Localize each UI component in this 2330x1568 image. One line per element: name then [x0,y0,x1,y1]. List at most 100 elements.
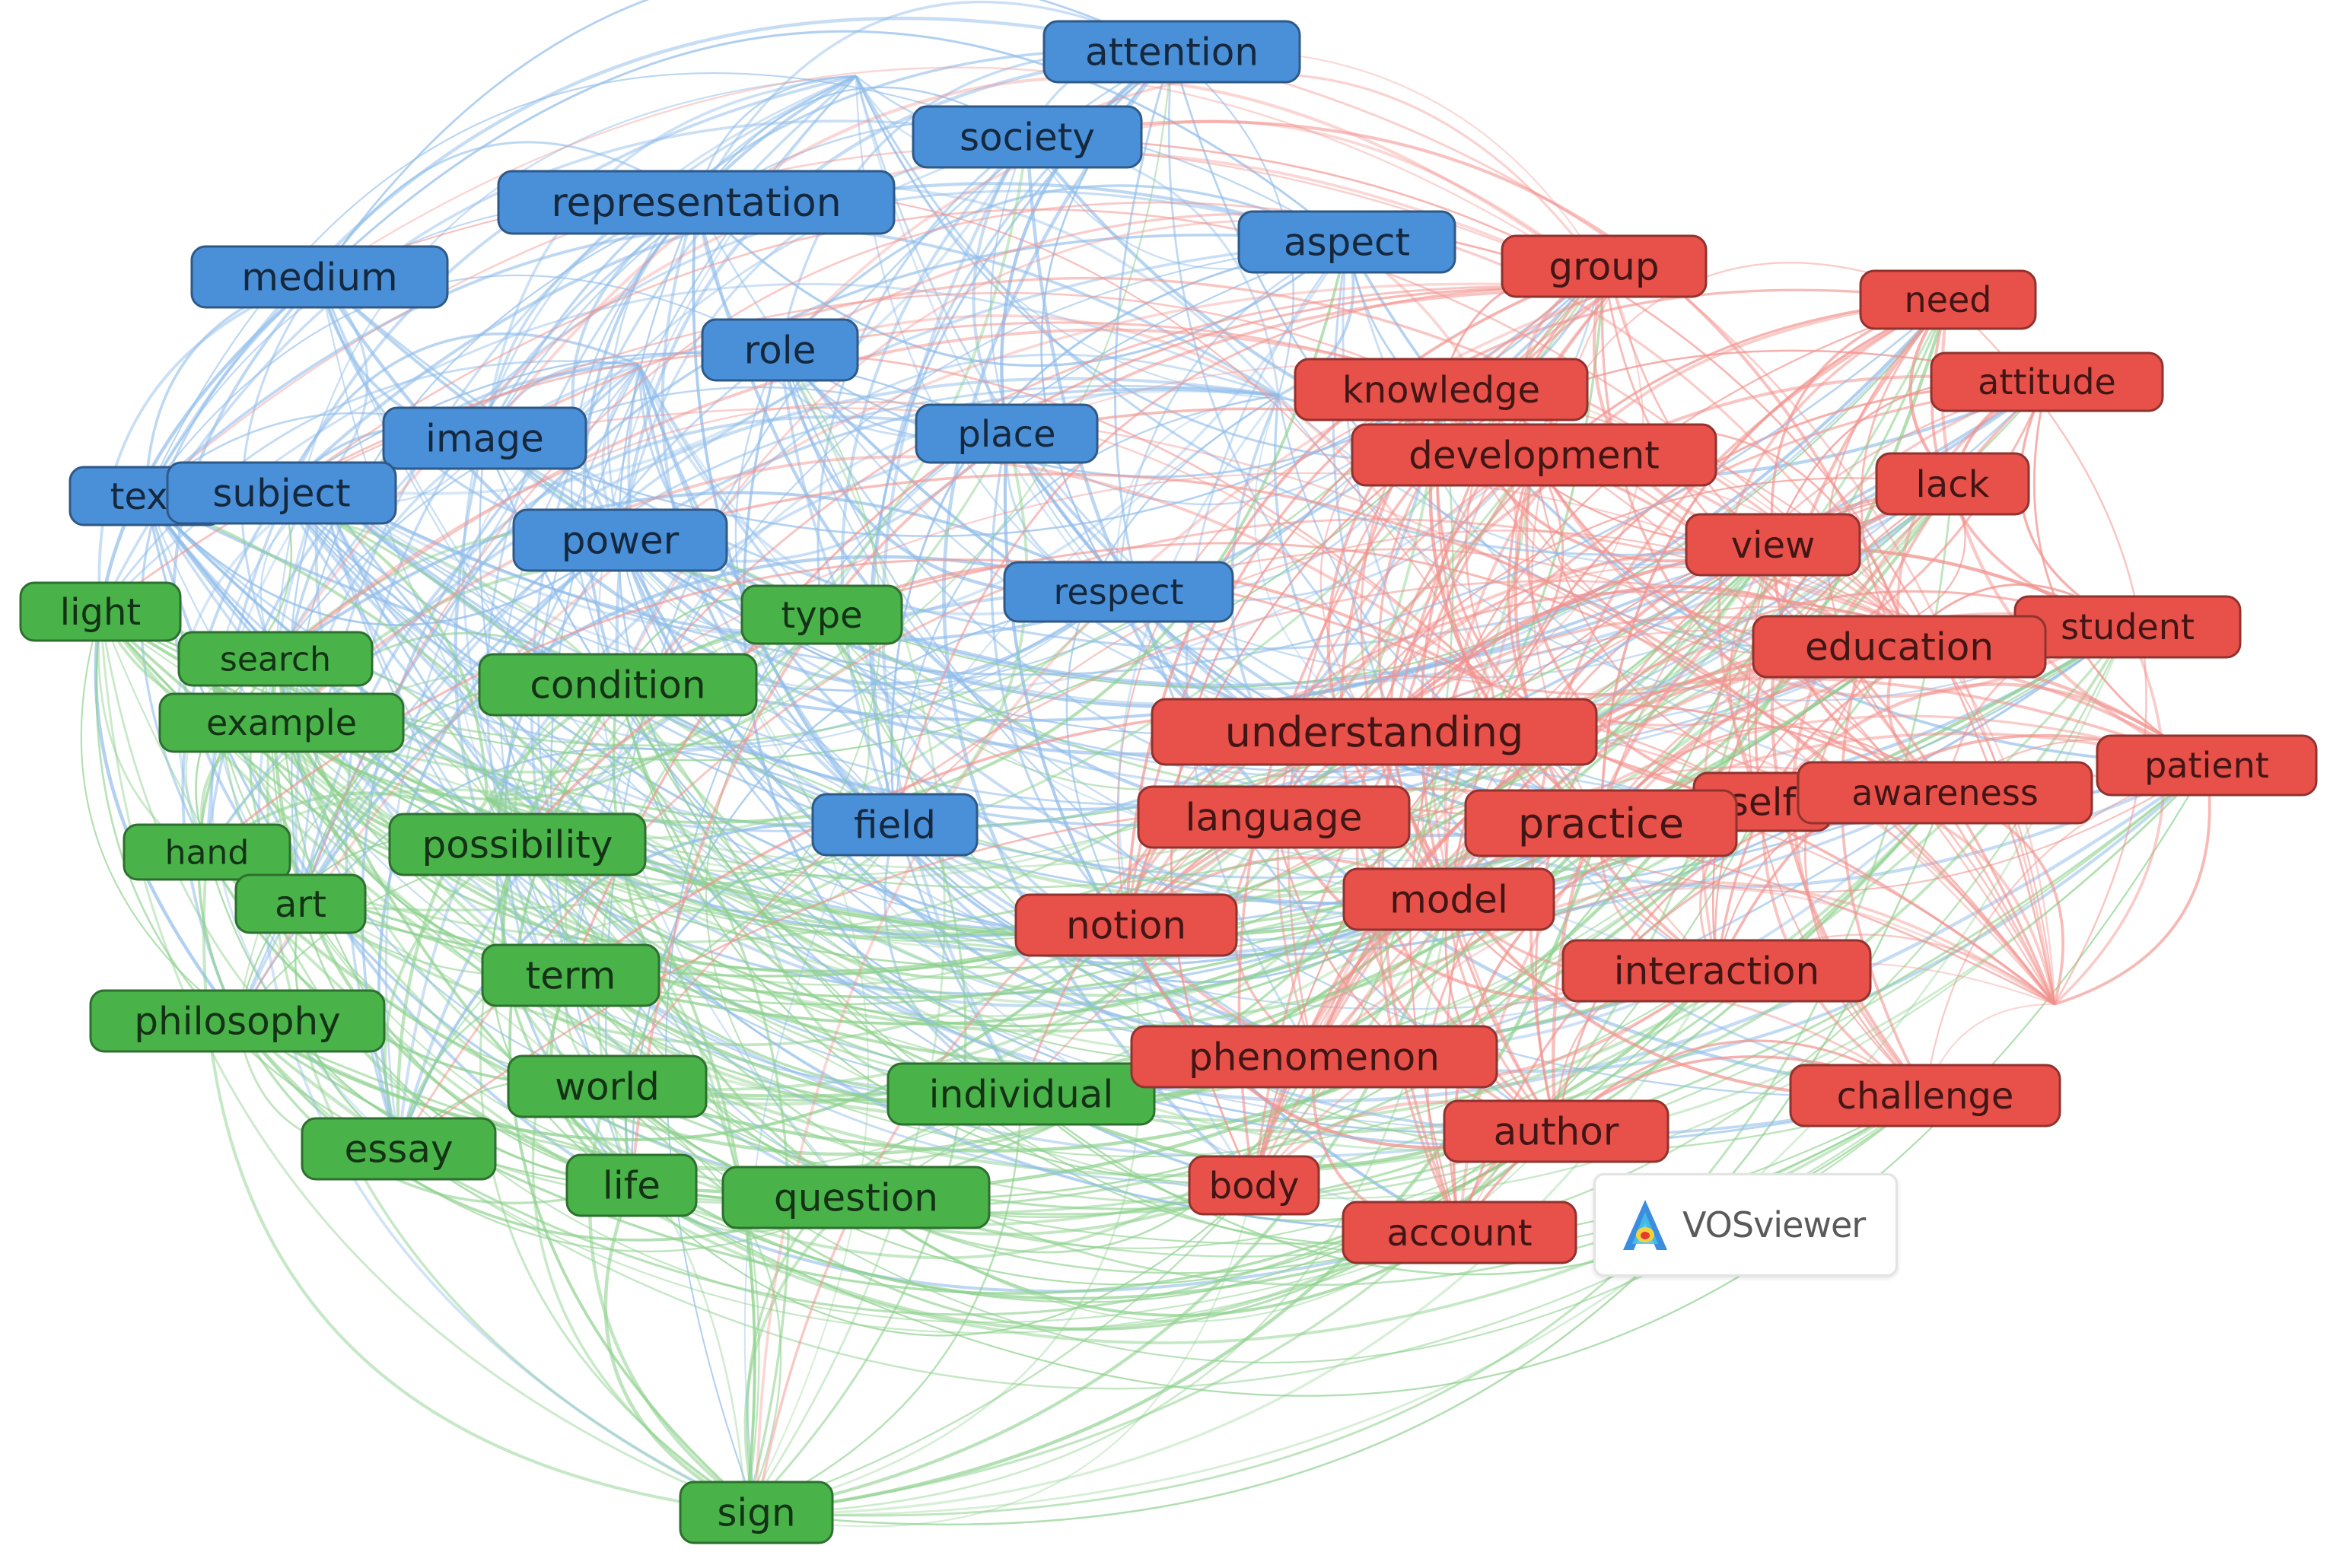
node-patient[interactable]: patient [2096,734,2318,797]
node-label: need [1905,279,1992,320]
node-box [1561,939,1872,1003]
node-attention[interactable]: attention [1042,20,1301,84]
node-sign[interactable]: sign [679,1481,834,1544]
edge [1171,51,1294,396]
edge [319,136,1029,495]
node-box [1188,1155,1320,1216]
edge [597,75,857,1198]
node-box [234,873,367,934]
node-label: essay [344,1127,453,1172]
node-aspect[interactable]: aspect [1237,210,1456,274]
node-label: subject [212,472,350,516]
node-box [1789,1064,2061,1127]
node-development[interactable]: development [1351,423,1717,487]
node-author[interactable]: author [1443,1099,1670,1163]
node-example[interactable]: example [158,692,405,753]
edge [145,146,1614,497]
node-notion[interactable]: notion [1014,893,1238,957]
node-label: society [960,116,1095,160]
node-hand[interactable]: hand [123,823,291,881]
node-practice[interactable]: practice [1464,789,1738,857]
node-label: account [1386,1212,1532,1255]
node-label: practice [1518,800,1684,848]
node-label: hand [165,833,250,872]
edge [1313,881,2056,1058]
node-medium[interactable]: medium [190,245,449,309]
node-term[interactable]: term [481,943,660,1007]
node-life[interactable]: life [565,1153,698,1217]
node-search[interactable]: search [177,631,374,687]
edge [606,800,1764,1153]
edge [1020,969,1718,1169]
node-education[interactable]: education [1752,615,2047,679]
node-image[interactable]: image [382,406,587,470]
node-subject[interactable]: subject [166,461,397,525]
node-challenge[interactable]: challenge [1789,1064,2061,1127]
node-label: student [2061,606,2195,647]
node-interaction[interactable]: interaction [1561,939,1872,1003]
node-understanding[interactable]: understanding [1151,698,1598,766]
node-representation[interactable]: representation [497,170,896,235]
node-language[interactable]: language [1137,785,1411,849]
node-label: role [744,329,816,373]
node-condition[interactable]: condition [478,653,758,717]
edge [517,843,1450,1028]
node-phenomenon[interactable]: phenomenon [1130,1025,1498,1089]
node-group[interactable]: group [1501,234,1708,298]
node-box [701,318,859,382]
node-respect[interactable]: respect [1003,561,1234,623]
node-need[interactable]: need [1859,269,2037,330]
node-box [1685,513,1861,577]
vosviewer-logo-icon [1623,1200,1667,1250]
edge [1491,454,1564,686]
edge [603,1185,757,1514]
node-box [1443,1099,1670,1163]
edge [462,75,857,845]
edge [205,851,632,1187]
node-essay[interactable]: essay [301,1117,497,1181]
node-label: question [774,1176,938,1220]
node-lack[interactable]: lack [1875,452,2030,516]
edge [314,486,571,977]
node-light[interactable]: light [19,581,182,642]
edge [139,275,321,853]
node-box [1294,358,1589,421]
node-view[interactable]: view [1685,513,1861,577]
node-place[interactable]: place [915,403,1099,464]
edge [606,1086,782,1515]
edge [486,454,1536,879]
node-type[interactable]: type [740,584,903,645]
node-world[interactable]: world [507,1054,708,1118]
edge [281,491,790,1515]
node-model[interactable]: model [1342,867,1555,931]
node-knowledge[interactable]: knowledge [1294,358,1589,421]
node-attitude[interactable]: attitude [1930,351,2164,412]
edge [778,349,1450,901]
node-box [382,406,587,470]
edge [868,50,1173,1095]
node-society[interactable]: society [912,105,1143,169]
node-label: world [555,1065,660,1109]
node-student[interactable]: student [2013,595,2242,659]
node-box [1130,1025,1498,1089]
edge [319,485,1763,879]
node-box [1930,351,2164,412]
node-role[interactable]: role [701,318,859,382]
edge [257,486,757,1514]
node-awareness[interactable]: awareness [1797,761,2093,825]
node-power[interactable]: power [512,508,728,572]
node-individual[interactable]: individual [886,1062,1156,1126]
node-body[interactable]: body [1188,1155,1320,1216]
node-label: development [1409,434,1660,478]
edge [1426,822,1602,1233]
node-philosophy[interactable]: philosophy [89,989,386,1053]
node-box [478,653,758,717]
edge [1027,72,1615,290]
edge [1118,548,2056,1005]
node-box [158,692,405,753]
node-field[interactable]: field [811,793,979,857]
node-account[interactable]: account [1342,1201,1577,1264]
node-art[interactable]: art [234,873,367,934]
node-question[interactable]: question [721,1166,991,1229]
node-possibility[interactable]: possibility [388,813,647,876]
